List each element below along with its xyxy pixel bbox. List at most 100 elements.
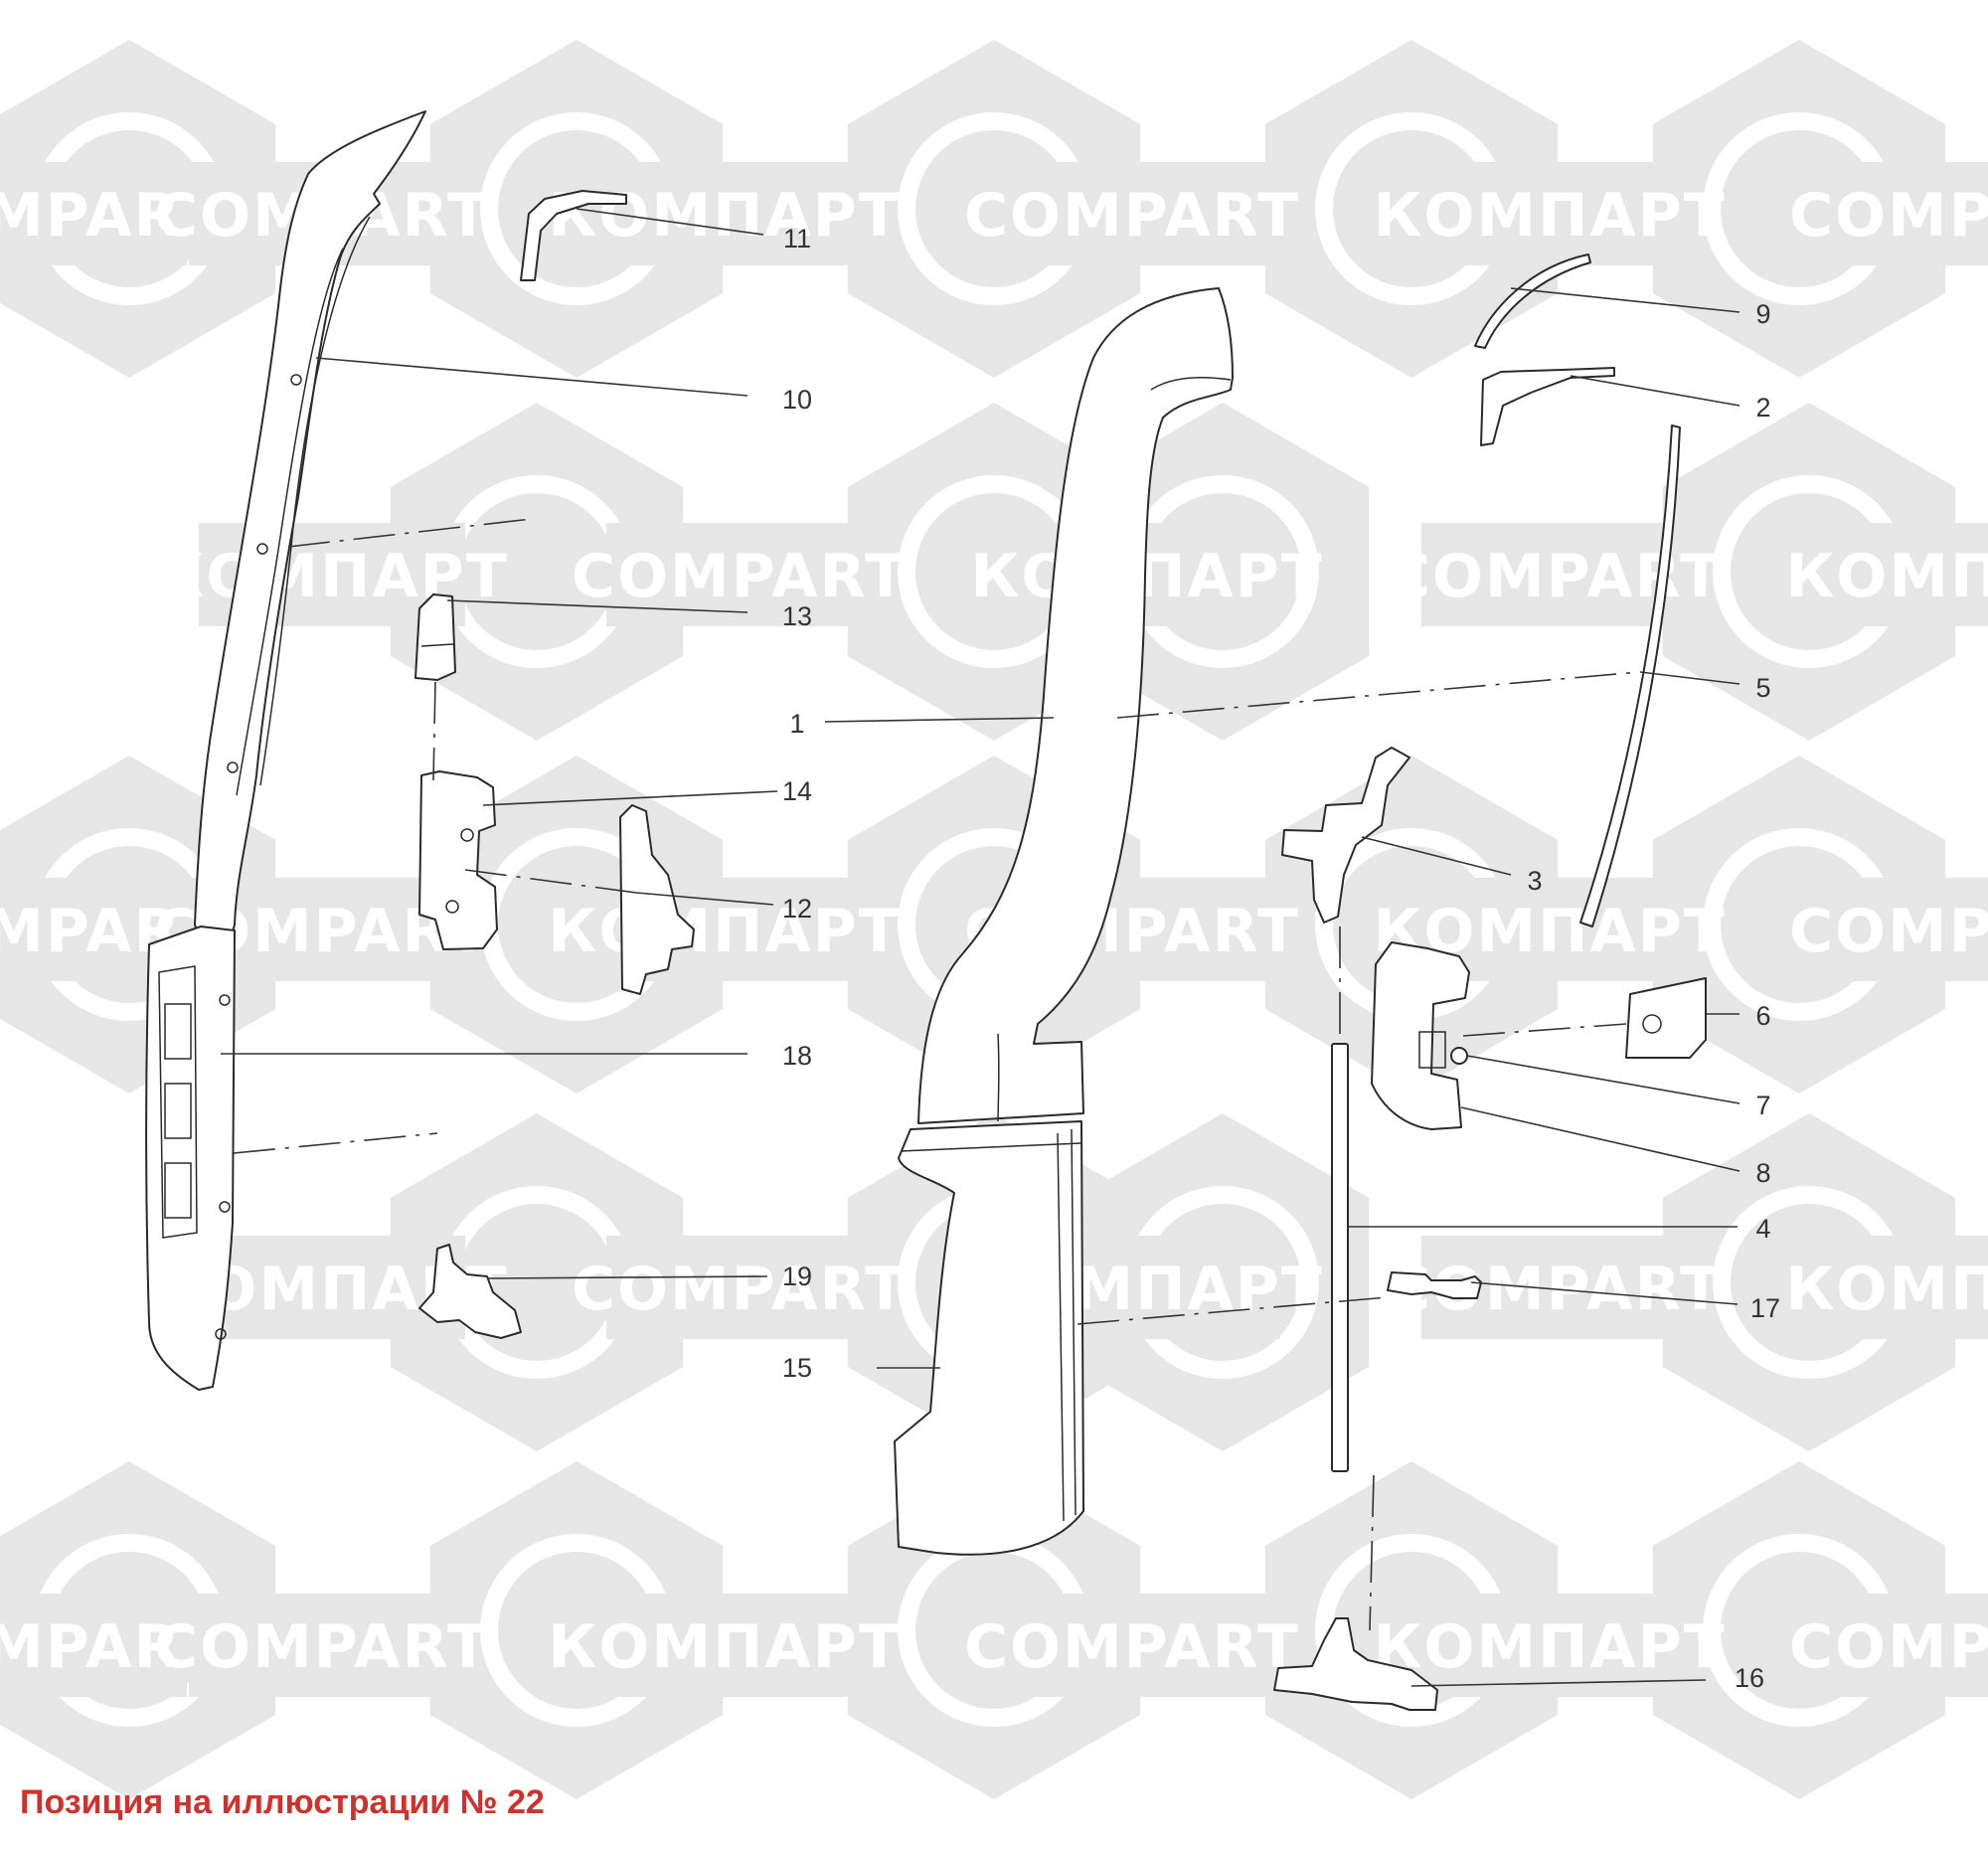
watermark-text: КОМПАРТ xyxy=(548,897,901,966)
part-15-edge xyxy=(1057,1132,1065,1522)
callout-number-16: 16 xyxy=(1735,1663,1764,1693)
callout-number-4: 4 xyxy=(1755,1214,1770,1244)
part-1-ridge xyxy=(997,1033,1000,1122)
part-9-seal xyxy=(1474,253,1591,349)
leader-line-10 xyxy=(315,357,748,397)
assembly-line xyxy=(233,1132,438,1154)
part-11-bracket xyxy=(520,190,627,281)
part-7-clip xyxy=(1450,1047,1468,1065)
callout-number-15: 15 xyxy=(782,1353,812,1383)
callout-number-19: 19 xyxy=(782,1262,812,1291)
leader-line-9 xyxy=(1510,287,1740,313)
part-12-bracket xyxy=(619,804,695,995)
watermark-text: COMPART xyxy=(1789,897,1988,966)
watermark-text: КОМПАРТ xyxy=(1785,542,1988,611)
part-18-slot xyxy=(164,1083,192,1139)
watermark-text: COMPART xyxy=(572,1255,908,1324)
part-1-ridge xyxy=(1150,377,1232,391)
parts-layer xyxy=(145,110,1707,1711)
callout-number-13: 13 xyxy=(782,601,812,631)
callout-number-5: 5 xyxy=(1755,673,1770,703)
part-8-housing xyxy=(1371,941,1470,1130)
watermark-text: COMPART xyxy=(0,181,222,251)
part-18-slot xyxy=(164,1162,192,1219)
part-10-hole xyxy=(227,761,239,773)
watermark-hexagon xyxy=(429,1461,724,1799)
assembly-line xyxy=(1077,1296,1389,1325)
watermark-hexagon xyxy=(1264,1461,1559,1799)
assembly-line xyxy=(1369,1474,1375,1631)
callout-number-3: 3 xyxy=(1527,866,1542,896)
watermark-text: КОМПАРТ xyxy=(970,542,1323,611)
part-16-hinge xyxy=(1273,1617,1438,1711)
watermark-hexagon xyxy=(1662,403,1956,741)
watermark-hexagon xyxy=(1652,40,1946,378)
part-6-cover xyxy=(1625,977,1707,1059)
watermark-hexagon xyxy=(1652,1461,1946,1799)
leader-line-12 xyxy=(635,892,774,906)
leader-line-19 xyxy=(486,1275,768,1279)
watermark-band xyxy=(0,1594,187,1697)
callout-number-17: 17 xyxy=(1750,1293,1780,1323)
watermark-text: КОМПАРТ xyxy=(548,181,901,251)
part-14-bracket xyxy=(418,770,498,950)
watermark-text: COMPART xyxy=(0,1612,222,1682)
assembly-line xyxy=(1462,1023,1627,1037)
assembly-line xyxy=(432,681,436,781)
part-15-edge xyxy=(900,1142,1082,1152)
watermark-band xyxy=(1421,523,1688,626)
watermark-text: КОМПАРТ xyxy=(1373,1612,1726,1682)
watermark-band xyxy=(1829,523,1988,626)
leader-line-2 xyxy=(1570,375,1740,407)
leader-line-14 xyxy=(482,790,778,806)
callout-number-11: 11 xyxy=(783,224,811,253)
callout-number-10: 10 xyxy=(782,385,812,415)
watermark-band xyxy=(999,162,1265,265)
watermark-text: COMPART xyxy=(964,1612,1300,1682)
part-3-bracket xyxy=(1281,747,1410,924)
watermark-text: КОМПАРТ xyxy=(548,1612,901,1682)
part-10-inner-edge-2 xyxy=(259,216,371,786)
part-18-hole xyxy=(215,1328,227,1340)
callout-number-6: 6 xyxy=(1755,1001,1770,1031)
watermark-text: COMPART xyxy=(572,542,908,611)
callout-number-12: 12 xyxy=(782,894,812,924)
watermark-text: COMPART xyxy=(1387,542,1723,611)
watermark-text: КОМПАРТ xyxy=(1785,1255,1988,1324)
watermark-band xyxy=(1829,1236,1988,1339)
watermark-band xyxy=(1824,878,1988,981)
part-17-clip xyxy=(1387,1271,1482,1299)
part-15-edge xyxy=(1071,1128,1077,1516)
watermark-band xyxy=(1824,1594,1988,1697)
watermark-hexagon xyxy=(847,40,1141,378)
leader-line-8 xyxy=(1460,1106,1740,1172)
part-18-hole xyxy=(219,994,231,1006)
watermark-text: COMPART xyxy=(964,181,1300,251)
leader-line-17 xyxy=(1470,1281,1739,1305)
watermark-hexagon xyxy=(1264,40,1559,378)
callout-number-14: 14 xyxy=(782,776,812,806)
callout-number-1: 1 xyxy=(789,709,804,739)
part-18-lower-trim xyxy=(145,926,236,1391)
part-1-pillar-panel xyxy=(917,287,1234,1124)
watermark-band xyxy=(0,162,187,265)
part-13-cap xyxy=(414,593,456,681)
leader-line-11 xyxy=(576,208,764,236)
assembly-line xyxy=(1116,671,1641,719)
assembly-line xyxy=(287,518,533,548)
part-19-hinge xyxy=(418,1244,522,1339)
watermark-text: COMPART xyxy=(1789,1612,1988,1682)
part-10-inner-edge xyxy=(236,248,344,796)
leader-line-16 xyxy=(1410,1679,1707,1687)
watermark-text: COMPART xyxy=(1789,181,1988,251)
watermark-text: КОМПАРТ xyxy=(1373,181,1726,251)
part-4-rod xyxy=(1331,1043,1349,1472)
part-18-hole xyxy=(219,1201,231,1213)
assembly-lines-layer xyxy=(233,518,1641,1631)
watermark-band xyxy=(606,1236,873,1339)
watermark-band xyxy=(591,1594,858,1697)
part-15-lower-cover xyxy=(894,1120,1084,1556)
